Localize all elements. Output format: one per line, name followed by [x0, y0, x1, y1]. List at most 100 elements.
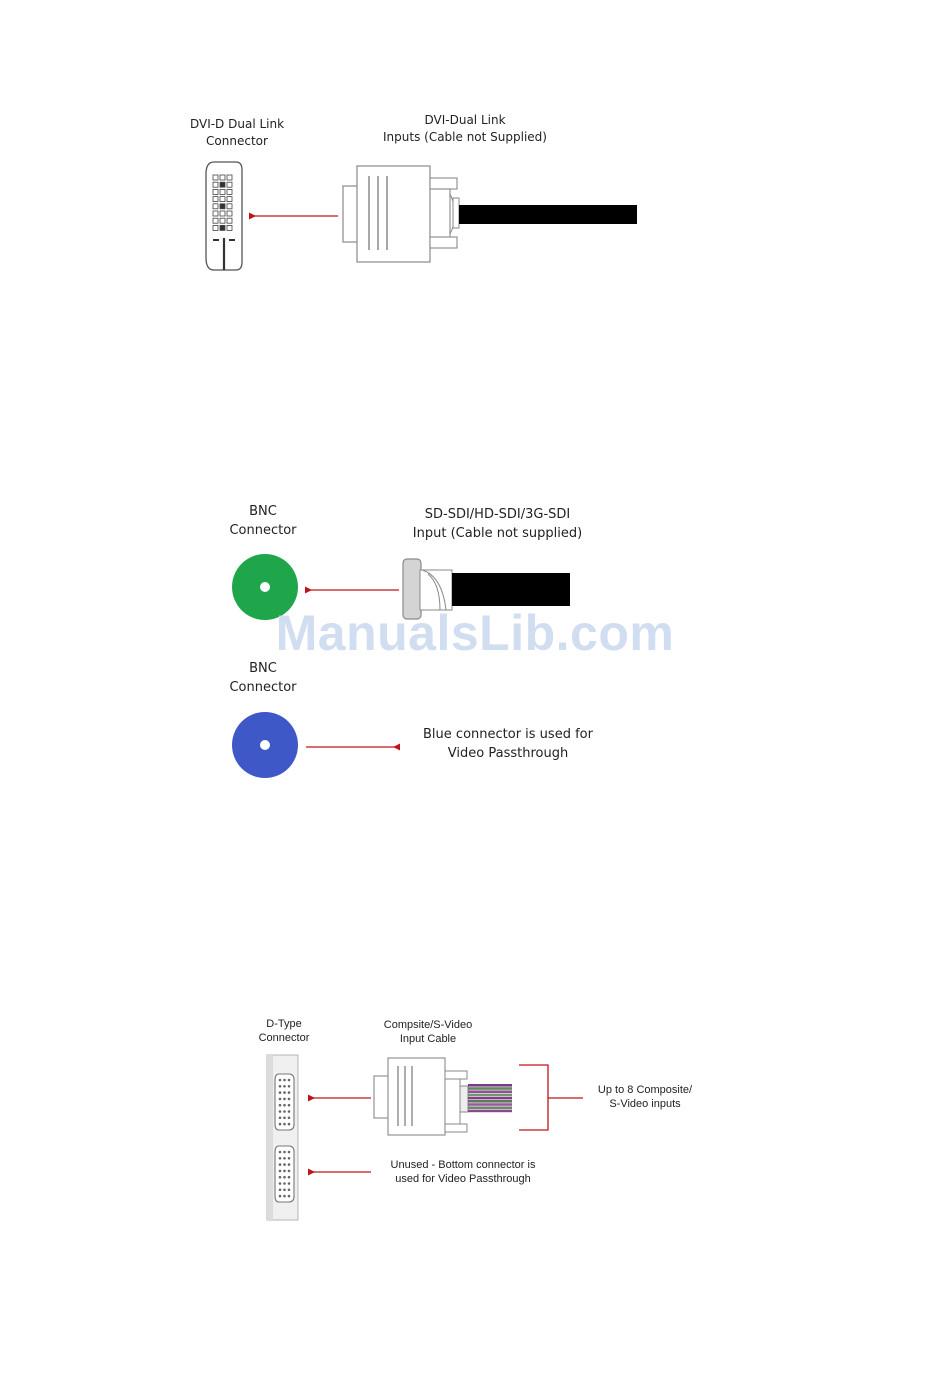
d-type-pin [278, 1110, 282, 1113]
bnc-sdi-plug [402, 558, 570, 620]
bnc-blue-label: BNC Connector [229, 661, 297, 695]
inputs-bracket [519, 1064, 549, 1131]
d-type-pin [287, 1188, 291, 1192]
composite-inputs-note: Up to 8 Composite/ S-Video inputs [597, 1084, 693, 1110]
d-type-pin [283, 1169, 286, 1173]
d-type-pin [287, 1175, 291, 1179]
cable-strand [468, 1093, 512, 1097]
d-type-pin [278, 1175, 282, 1179]
composite-s-video-plug [373, 1057, 512, 1136]
d-type-pin [283, 1150, 286, 1154]
d-type-pin [287, 1169, 291, 1173]
d-type-top-pins [278, 1078, 291, 1126]
cable-strand [468, 1090, 512, 1093]
d-type-socket-top [274, 1073, 295, 1131]
cable-strand [468, 1100, 512, 1103]
d-type-pin [283, 1194, 286, 1198]
dvi-pin [212, 188, 219, 195]
d-type-pin [283, 1175, 286, 1179]
bnc-passthrough-note: Blue connector is used for Video Passthr… [423, 727, 593, 761]
dvi-pin [226, 174, 233, 181]
composite-cable-label: Compsite/S-Video Input Cable [383, 1019, 473, 1045]
d-type-unused-note: Unused - Bottom connector is used for Vi… [390, 1159, 536, 1185]
d-type-pin [278, 1103, 282, 1107]
composite-plug-body [387, 1057, 446, 1136]
dvi-cable-label: DVI-Dual Link Inputs (Cable not Supplied… [383, 113, 547, 144]
d-type-pin [283, 1116, 286, 1120]
cable-strand [468, 1106, 512, 1109]
dvi-pin [212, 181, 219, 188]
d-type-pin [278, 1169, 282, 1173]
dvi-pin [226, 181, 233, 188]
d-type-pin [278, 1097, 282, 1101]
watermark-text: ManualsLib.com [275, 605, 675, 661]
cable-strand [468, 1084, 512, 1087]
d-type-pin [287, 1182, 291, 1185]
dvi-thumbscrew-top [429, 177, 458, 190]
d-type-pin [278, 1078, 282, 1082]
dvi-thumbscrew-bottom [429, 236, 458, 249]
d-type-pin [287, 1103, 291, 1107]
d-type-pin [283, 1103, 286, 1107]
dvi-pin [212, 174, 219, 181]
dvi-pin [219, 188, 226, 195]
d-type-pin [287, 1157, 291, 1160]
d-type-pin [283, 1182, 286, 1185]
dvi-pin [212, 210, 219, 217]
d-type-pin [283, 1097, 286, 1101]
dvi-plug-body [356, 165, 431, 263]
cable-strand [468, 1096, 512, 1100]
d-type-pin [287, 1116, 291, 1120]
cable-strand [468, 1109, 512, 1113]
composite-multi-core-cable [468, 1084, 512, 1113]
d-type-pin [283, 1078, 286, 1082]
dvi-connector-label: DVI-D Dual Link Connector [189, 117, 285, 148]
dvi-pin [226, 196, 233, 203]
dvi-pin [226, 188, 233, 195]
dvi-pin [219, 196, 226, 203]
bnc-cable [452, 573, 570, 606]
dvi-dual-link-plug [342, 165, 637, 263]
dvi-pin [219, 174, 226, 181]
bnc-green-center-pin [260, 582, 270, 592]
d-type-pin [283, 1085, 286, 1088]
d-type-pin [283, 1157, 286, 1160]
dvi-d-dual-link-socket [205, 161, 243, 271]
d-type-pin [287, 1122, 291, 1126]
d-type-pin [283, 1091, 286, 1094]
dvi-pin [219, 224, 226, 231]
dvi-pin [212, 196, 219, 203]
d-type-pin [287, 1110, 291, 1113]
d-type-pin [283, 1188, 286, 1192]
dvi-cable [459, 205, 637, 224]
dvi-pin [219, 203, 226, 210]
d-type-pin [287, 1150, 291, 1154]
dvi-pin [226, 217, 233, 224]
bnc-blue-center-pin [260, 740, 270, 750]
d-type-pin [283, 1122, 286, 1126]
d-type-pin [287, 1097, 291, 1101]
dvi-pin [212, 217, 219, 224]
d-type-pin [278, 1188, 282, 1192]
bnc-green-label: BNC Connector [229, 504, 297, 538]
d-type-pin [287, 1091, 291, 1094]
d-type-pin [278, 1182, 282, 1185]
d-type-pin [283, 1163, 286, 1166]
d-type-connector-panel [266, 1054, 299, 1221]
d-type-pin [287, 1085, 291, 1088]
dvi-pin [219, 217, 226, 224]
d-type-pin [287, 1194, 291, 1198]
dvi-pin [226, 203, 233, 210]
dvi-socket-pins [212, 174, 233, 231]
cable-strand [468, 1087, 512, 1090]
d-type-pin [278, 1194, 282, 1198]
dvi-pin [226, 210, 233, 217]
d-type-pin [287, 1163, 291, 1166]
d-type-pin [278, 1157, 282, 1160]
cable-strand [468, 1103, 512, 1106]
d-type-pin [278, 1150, 282, 1154]
d-type-pin [278, 1116, 282, 1120]
bnc-cable-label: SD-SDI/HD-SDI/3G-SDI Input (Cable not su… [412, 507, 583, 541]
dvi-pin [226, 224, 233, 231]
